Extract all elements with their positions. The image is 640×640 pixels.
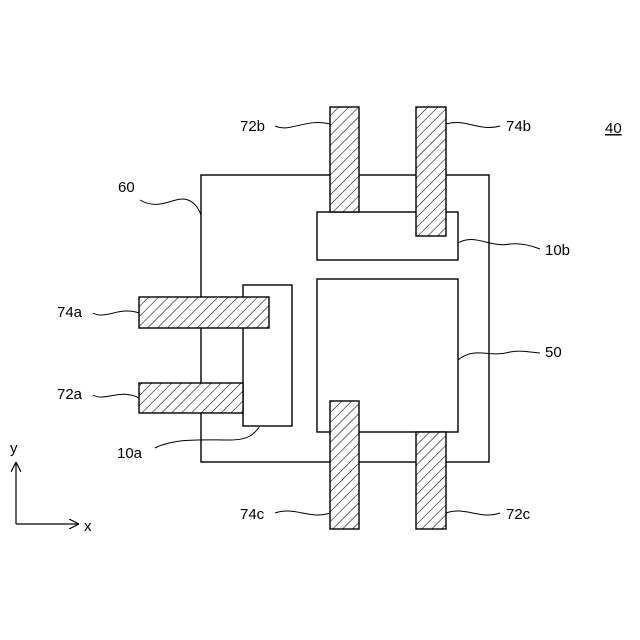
label-60: 60 bbox=[118, 179, 135, 196]
label-72c: 72c bbox=[506, 506, 531, 523]
leader-72c bbox=[446, 511, 500, 515]
leader-74c bbox=[275, 511, 330, 515]
label-50: 50 bbox=[545, 344, 562, 361]
label-72a: 72a bbox=[57, 386, 83, 403]
label-10a: 10a bbox=[117, 445, 143, 462]
label-74b: 74b bbox=[506, 118, 531, 135]
label-72b: 72b bbox=[240, 118, 265, 135]
lead-74b bbox=[416, 107, 446, 236]
label-10b: 10b bbox=[545, 242, 570, 259]
label-74a: 74a bbox=[57, 304, 83, 321]
leader-74a bbox=[93, 311, 139, 315]
leader-60 bbox=[140, 199, 201, 215]
figure-number: 40 bbox=[605, 120, 622, 137]
lead-74a bbox=[139, 297, 269, 328]
leader-72a bbox=[93, 394, 139, 398]
y-axis-label: y bbox=[10, 440, 18, 457]
x-axis-label: x bbox=[84, 518, 92, 535]
lead-72c bbox=[416, 432, 446, 529]
leader-72b bbox=[275, 123, 330, 128]
lead-72a bbox=[139, 383, 243, 413]
label-74c: 74c bbox=[240, 506, 265, 523]
lead-74c bbox=[330, 401, 359, 529]
lead-72b bbox=[330, 107, 359, 212]
leader-74b bbox=[446, 122, 500, 127]
